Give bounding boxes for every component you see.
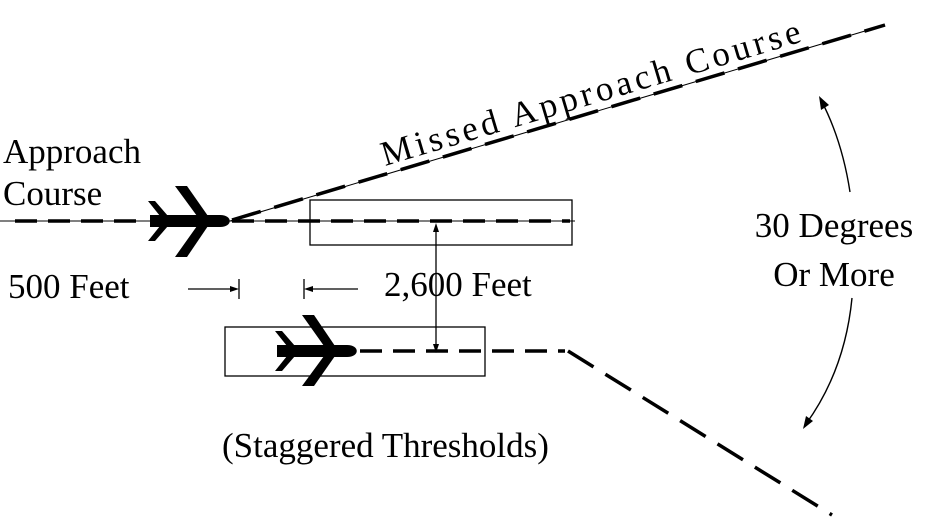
angle-label-line2: Or More <box>773 255 895 294</box>
separation-arrow-bottom <box>433 344 439 353</box>
angle-arc-lower-arrowhead <box>803 416 813 429</box>
angle-label-line1: 30 Degrees <box>755 206 913 245</box>
lower-aircraft-airplane-icon <box>275 315 357 386</box>
diverging-course-dashes <box>567 349 833 517</box>
offset-arrow-left-head <box>230 286 239 292</box>
separation-arrow-top <box>433 223 439 232</box>
angle-arc-upper <box>820 99 851 193</box>
upper-aircraft-airplane-icon <box>148 186 230 257</box>
approach-course-label-line2: Course <box>3 174 102 213</box>
missed-approach-course-label: Missed Approach Course <box>376 12 805 174</box>
offset-500-feet-label: 500 Feet <box>8 267 130 306</box>
approach-course-label-line1: Approach <box>3 132 142 171</box>
separation-2600-feet-label: 2,600 Feet <box>384 265 532 304</box>
staggered-thresholds-label: (Staggered Thresholds) <box>222 426 549 465</box>
upper-runway <box>309 199 573 246</box>
angle-arc-upper-arrowhead <box>819 96 829 110</box>
lower-runway <box>224 326 486 377</box>
angle-arc-lower <box>805 297 853 425</box>
missed-approach-course-dashes <box>231 23 886 222</box>
